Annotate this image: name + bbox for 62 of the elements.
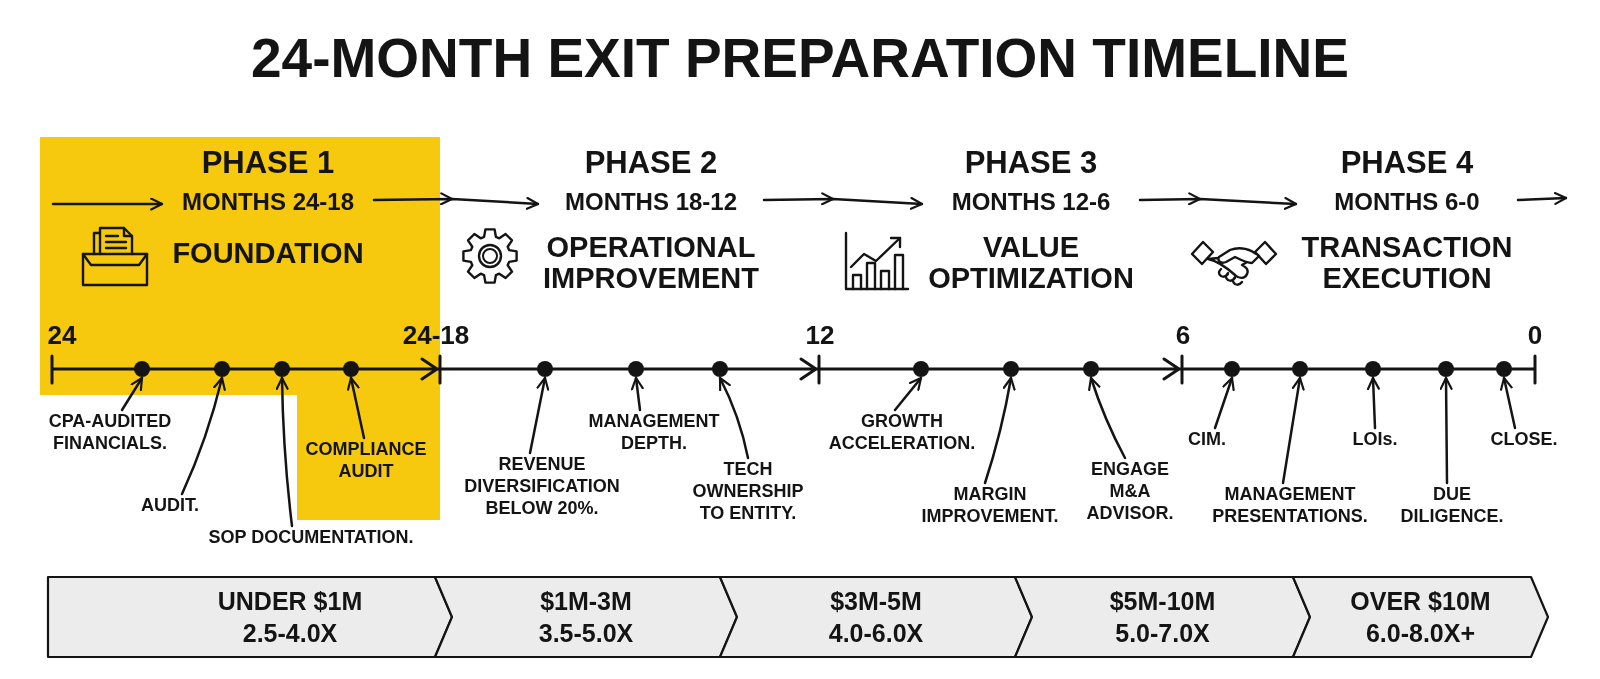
phase-name: OPERATIONAL IMPROVEMENT bbox=[542, 232, 760, 294]
phase-dates: MONTHS 24-18 bbox=[181, 188, 354, 216]
phase-name: TRANSACTION EXECUTION bbox=[1300, 232, 1514, 294]
milestone-label: SOP DOCUMENTATION. bbox=[208, 526, 414, 548]
leader-arrow bbox=[120, 376, 144, 412]
leader-arrow bbox=[1213, 376, 1235, 430]
phase-heading: PHASE 4 bbox=[1340, 144, 1474, 182]
range-label: OVER $10M bbox=[1350, 586, 1491, 617]
arrow bbox=[762, 192, 924, 210]
milestone-label: REVENUE DIVERSIFICATION BELOW 20%. bbox=[463, 453, 621, 519]
range-label: $1M-3M bbox=[540, 586, 632, 617]
phase-heading: PHASE 2 bbox=[584, 144, 718, 182]
tick-label: 12 bbox=[805, 320, 835, 350]
leader-arrow bbox=[718, 376, 750, 460]
phase-name: FOUNDATION bbox=[172, 238, 364, 269]
multiple-label: 6.0-8.0X+ bbox=[1365, 618, 1476, 649]
arrow bbox=[1516, 191, 1568, 205]
milestone-label: ENGAGE M&A ADVISOR. bbox=[1085, 458, 1175, 524]
leader-arrow bbox=[1499, 376, 1517, 430]
tick-label: 24 bbox=[47, 320, 77, 350]
milestone-label: MARGIN IMPROVEMENT. bbox=[920, 483, 1060, 527]
phase-dates: MONTHS 12-6 bbox=[951, 188, 1111, 216]
milestone-label: MANAGEMENT PRESENTATIONS. bbox=[1211, 483, 1369, 527]
milestone-label: DUE DILIGENCE. bbox=[1399, 483, 1505, 527]
tick-label: 6 bbox=[1175, 320, 1191, 350]
leader-arrow bbox=[528, 376, 550, 455]
phase-name: VALUE OPTIMIZATION bbox=[927, 232, 1135, 294]
phase-heading: PHASE 3 bbox=[964, 144, 1098, 182]
leader-arrow bbox=[180, 376, 226, 496]
multiple-label: 3.5-5.0X bbox=[538, 618, 634, 649]
milestone-label: TECH OWNERSHIP TO ENTITY. bbox=[691, 458, 805, 524]
leader-arrow bbox=[630, 376, 644, 412]
milestone-label: CIM. bbox=[1188, 428, 1226, 450]
milestone-label: COMPLIANCE AUDIT bbox=[304, 438, 428, 482]
tick-label: 0 bbox=[1527, 320, 1543, 350]
leader-arrow bbox=[1366, 376, 1380, 430]
leader-arrow bbox=[1088, 376, 1127, 460]
leader-arrow bbox=[893, 376, 923, 412]
milestone-label: MANAGEMENT DEPTH. bbox=[587, 410, 721, 454]
milestone-label: LOIs. bbox=[1352, 428, 1398, 450]
multiple-label: 4.0-6.0X bbox=[828, 618, 924, 649]
range-label: $3M-5M bbox=[830, 586, 922, 617]
leader-arrow bbox=[983, 376, 1016, 485]
leader-arrow bbox=[1281, 376, 1305, 485]
leader-arrow bbox=[275, 376, 294, 528]
milestone-label: CLOSE. bbox=[1490, 428, 1558, 450]
arrow bbox=[51, 197, 164, 211]
leader-arrow bbox=[1439, 376, 1453, 485]
title: 24-MONTH EXIT PREPARATION TIMELINE bbox=[251, 26, 1349, 90]
milestone-label: AUDIT. bbox=[141, 494, 199, 516]
milestone-label: CPA-AUDITED FINANCIALS. bbox=[47, 410, 173, 454]
range-label: $5M-10M bbox=[1109, 586, 1216, 617]
range-label: UNDER $1M bbox=[217, 586, 363, 617]
multiple-label: 2.5-4.0X bbox=[242, 618, 338, 649]
phase-dates: MONTHS 6-0 bbox=[1334, 188, 1480, 216]
leader-arrow bbox=[346, 376, 366, 440]
phase-heading: PHASE 1 bbox=[201, 144, 335, 182]
arrow bbox=[1138, 192, 1298, 210]
milestone-label: GROWTH ACCELERATION. bbox=[827, 410, 977, 454]
multiple-label: 5.0-7.0X bbox=[1115, 618, 1210, 649]
arrow bbox=[372, 192, 540, 210]
phase-dates: MONTHS 18-12 bbox=[564, 188, 737, 216]
